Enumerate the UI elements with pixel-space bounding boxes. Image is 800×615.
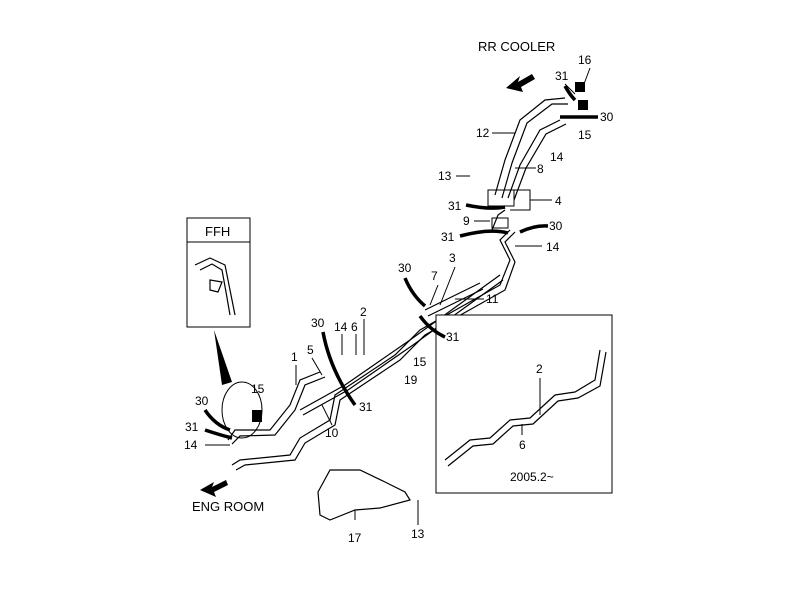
callout-9: 9 — [463, 214, 470, 228]
inset-label-2: 2 — [536, 362, 543, 376]
callout-30: 30 — [311, 316, 325, 330]
callout-6: 6 — [351, 320, 358, 334]
callout-15: 15 — [251, 382, 265, 396]
callout-12: 12 — [476, 126, 490, 140]
rr-cooler-label: RR COOLER — [478, 39, 555, 54]
callout-14: 14 — [546, 240, 560, 254]
callout-13: 13 — [438, 169, 452, 183]
callout-5: 5 — [307, 343, 314, 357]
callout-1: 1 — [291, 350, 298, 364]
callout-7: 7 — [431, 269, 438, 283]
inset-date-label: 2005.2~ — [510, 470, 554, 484]
clamp-strokes — [203, 85, 598, 440]
callout-14: 14 — [334, 320, 348, 334]
callout-30: 30 — [600, 110, 614, 124]
callout-30: 30 — [398, 261, 412, 275]
callout-15: 15 — [413, 355, 427, 369]
callout-14: 14 — [550, 150, 564, 164]
callout-31: 31 — [359, 400, 373, 414]
callout-31: 31 — [448, 199, 462, 213]
callout-10: 10 — [325, 426, 339, 440]
callout-15: 15 — [578, 128, 592, 142]
callout-31: 31 — [441, 230, 455, 244]
callout-31: 31 — [446, 330, 460, 344]
ffh-title: FFH — [205, 224, 230, 239]
eng-room-label: ENG ROOM — [192, 499, 264, 514]
arrow-eng-room-icon — [200, 480, 228, 497]
ffh-detail-callout — [214, 330, 263, 439]
callout-31: 31 — [185, 420, 199, 434]
callout-19: 19 — [404, 373, 418, 387]
callout-13: 13 — [411, 527, 425, 541]
inset-label-6: 6 — [519, 438, 526, 452]
callout-16: 16 — [578, 53, 592, 67]
callout-17: 17 — [348, 531, 362, 545]
callout-2: 2 — [360, 305, 367, 319]
ffh-box — [186, 217, 251, 328]
callout-8: 8 — [537, 162, 544, 176]
callout-14: 14 — [184, 438, 198, 452]
callout-4: 4 — [555, 194, 562, 208]
bracket-17 — [317, 469, 411, 521]
inset-box — [435, 314, 613, 494]
callout-11: 11 — [486, 292, 499, 306]
callout-3: 3 — [449, 251, 456, 265]
arrow-rr-cooler-icon — [506, 74, 535, 92]
callout-30: 30 — [195, 394, 209, 408]
part-callouts: 16 31 30 15 12 14 8 13 4 31 9 30 31 14 3… — [184, 53, 614, 545]
callout-31: 31 — [555, 69, 569, 83]
pipe-assembly — [227, 82, 588, 471]
callout-30: 30 — [549, 219, 563, 233]
